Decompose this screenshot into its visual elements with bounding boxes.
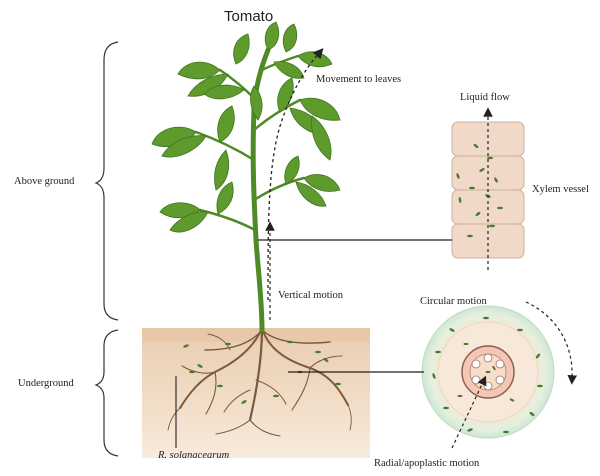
liquid-flow-label: Liquid flow: [460, 92, 510, 103]
underground-brace: [96, 330, 118, 456]
radial-motion-label: Radial/apoplastic motion: [374, 458, 479, 469]
pathogen-label: R. solanacearum: [158, 450, 229, 461]
xylem-vessel: [452, 112, 524, 270]
underground-label: Underground: [18, 378, 74, 389]
root-cross-section: [422, 306, 554, 438]
leaves: [152, 22, 340, 232]
above-ground-brace: [96, 42, 118, 320]
xylem-vessel-label: Xylem vessel: [532, 184, 589, 195]
movement-to-leaves-label: Movement to leaves: [316, 74, 401, 85]
circular-motion-label: Circular motion: [420, 296, 487, 307]
vertical-motion-label: Vertical motion: [278, 290, 343, 301]
above-ground-label: Above ground: [14, 176, 74, 187]
diagram-title: Tomato: [224, 8, 273, 25]
